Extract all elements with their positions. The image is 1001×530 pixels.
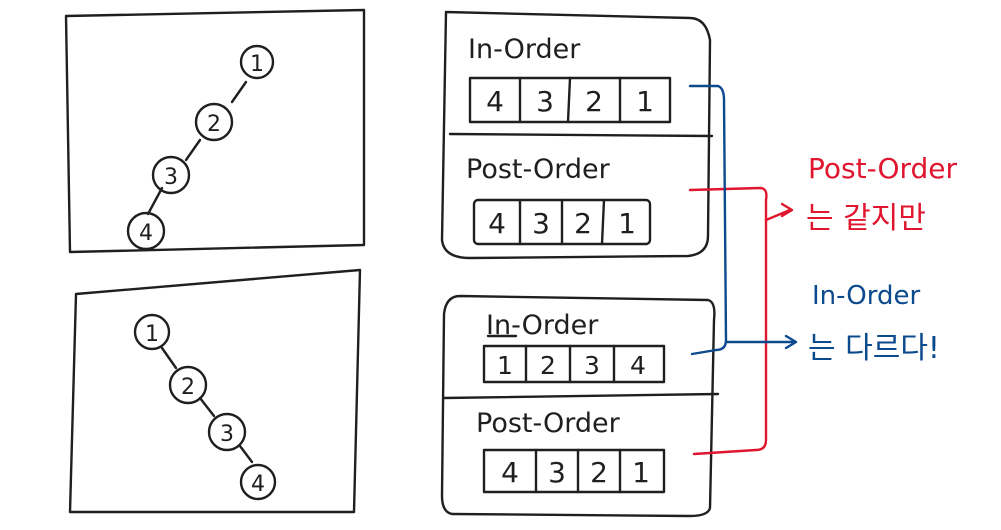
array-cell: 1 xyxy=(497,351,513,380)
node-label: 4 xyxy=(251,472,265,497)
tree-edge xyxy=(238,444,254,464)
array-cell: 4 xyxy=(501,456,519,489)
tree-box-top xyxy=(64,8,366,254)
tree-node: 3 xyxy=(151,155,191,195)
tree-node: 2 xyxy=(168,365,208,405)
array-cell: 2 xyxy=(574,207,592,240)
array-cell: 3 xyxy=(532,207,550,240)
array-cell: 3 xyxy=(584,351,600,380)
postorder-array: 4 3 2 1 xyxy=(472,198,652,246)
postorder-label: Post-Order xyxy=(466,154,611,185)
traversal-panel-top xyxy=(440,10,712,260)
array-cell: 2 xyxy=(540,351,556,380)
array-cell: 3 xyxy=(548,456,566,489)
tree-node: 4 xyxy=(239,463,277,501)
tree-edge xyxy=(146,186,164,216)
note-blue-title: In-Order xyxy=(812,281,920,311)
panel-divider xyxy=(448,132,714,138)
array-cell: 3 xyxy=(536,85,554,118)
node-label: 2 xyxy=(207,112,221,137)
tree-node: 4 xyxy=(126,211,166,251)
array-cell: 4 xyxy=(486,85,504,118)
postorder-arrow xyxy=(764,202,794,222)
inorder-connector xyxy=(688,84,728,356)
tree-edge xyxy=(198,396,216,418)
array-cell: 2 xyxy=(590,456,608,489)
tree-edge xyxy=(160,346,178,370)
node-label: 4 xyxy=(139,221,153,246)
note-blue-text: 는 다르다! xyxy=(808,331,940,366)
tree-box-bottom xyxy=(68,268,362,514)
note-red-text: 는 같지만 xyxy=(806,201,926,236)
array-cell: 1 xyxy=(636,85,654,118)
node-label: 1 xyxy=(145,322,159,347)
tree-node: 1 xyxy=(133,313,171,351)
panel-divider xyxy=(442,392,720,400)
array-cell: 1 xyxy=(632,456,650,489)
tree-edge xyxy=(184,138,202,162)
array-cell: 4 xyxy=(488,207,506,240)
inorder-array: 4 3 2 1 xyxy=(468,76,672,124)
array-cell: 2 xyxy=(585,85,603,118)
array-cell: 4 xyxy=(630,351,646,380)
node-label: 3 xyxy=(220,422,234,447)
inorder-label: In-Order xyxy=(468,34,581,65)
tree-edge xyxy=(230,80,248,104)
right-skewed-tree: 1 2 3 4 xyxy=(133,313,277,501)
note-red-title: Post-Order xyxy=(808,152,958,185)
node-label: 2 xyxy=(181,375,195,400)
node-label: 3 xyxy=(164,165,178,190)
tree-node: 3 xyxy=(207,412,247,452)
inorder-arrow xyxy=(724,334,798,350)
traversal-panel-bottom xyxy=(440,294,716,518)
postorder-label: Post-Order xyxy=(476,408,621,439)
postorder-connector xyxy=(688,186,768,456)
tree-node: 1 xyxy=(239,44,275,80)
inorder-array: 1 2 3 4 xyxy=(482,344,666,384)
array-cell: 1 xyxy=(618,207,636,240)
left-skewed-tree: 1 2 3 4 xyxy=(126,44,275,251)
tree-node: 2 xyxy=(194,102,234,142)
node-label: 1 xyxy=(250,52,264,77)
postorder-array: 4 3 2 1 xyxy=(482,448,666,494)
